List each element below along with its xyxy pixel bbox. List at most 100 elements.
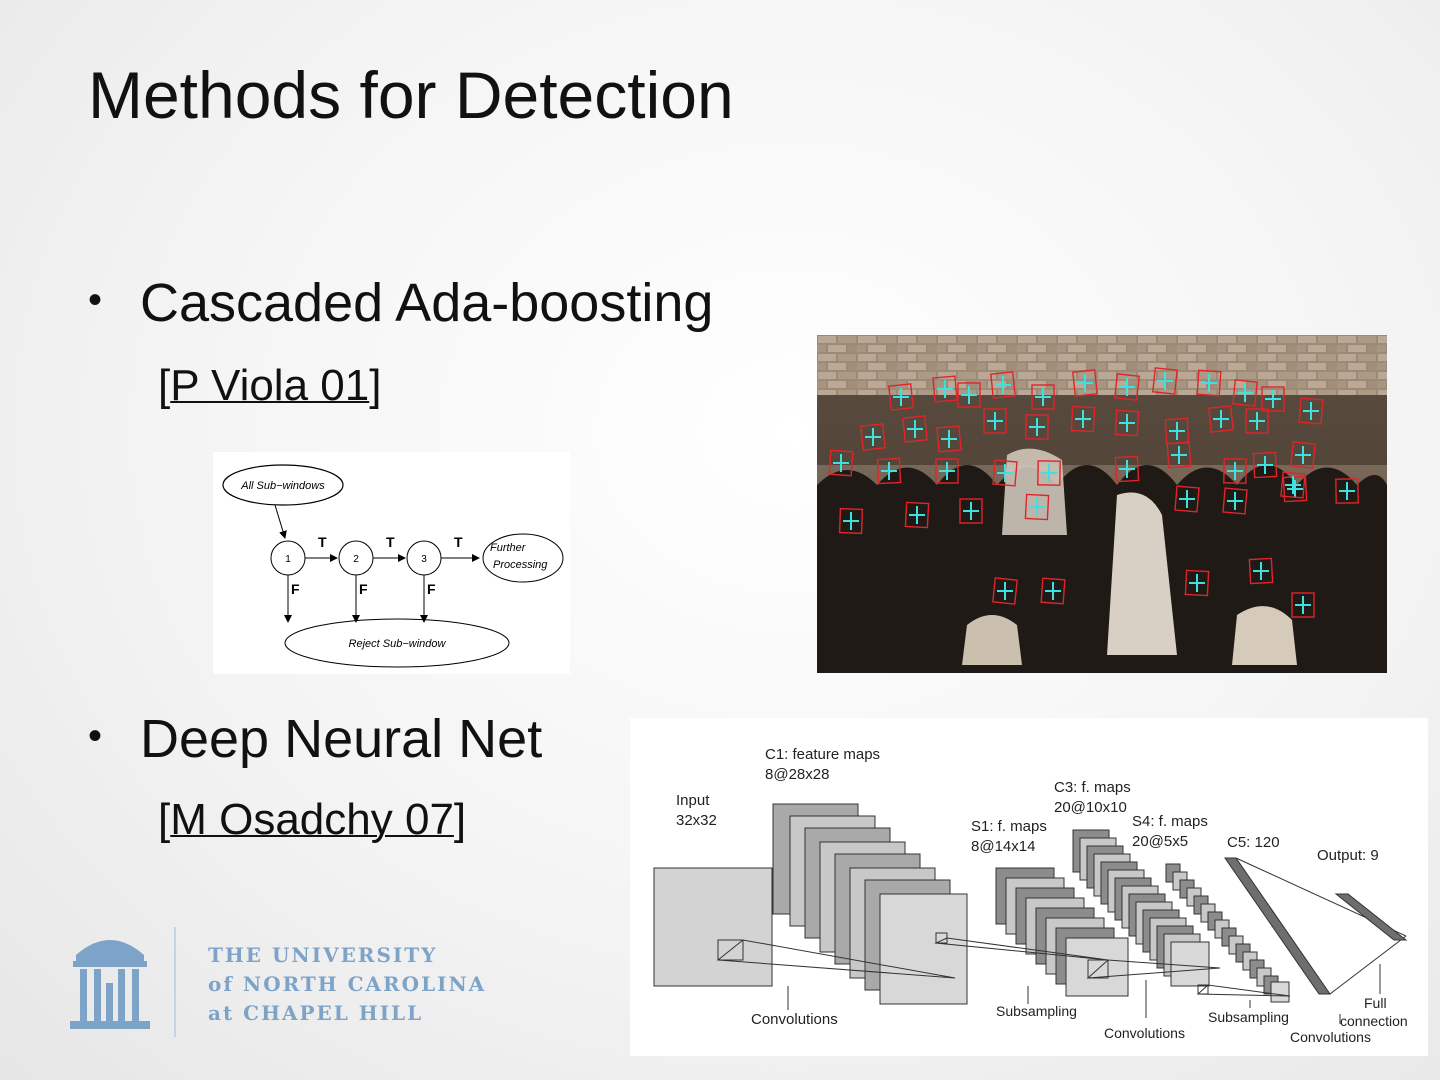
svg-text:connection: connection [1340,1013,1408,1029]
citation-link-viola[interactable]: P Viola 01 [170,361,370,410]
face-box [932,375,958,403]
face-box [1208,405,1234,433]
face-marker [881,462,897,480]
face-marker [1171,446,1187,464]
group-photo [817,335,1387,673]
face-box [1072,369,1098,397]
svg-text:Processing: Processing [493,559,548,571]
face-box [992,577,1018,605]
face-box [1152,367,1178,395]
face-box [1261,386,1285,412]
face-marker [1265,390,1281,408]
face-marker [997,464,1013,482]
face-marker [1075,410,1091,428]
face-box [860,423,886,451]
face-marker [1189,574,1205,592]
c5-layer [1224,857,1331,995]
all-subwindows-label: All Sub−windows [240,480,325,492]
face-box [888,383,914,411]
logo-divider [174,927,176,1037]
face-marker [1035,388,1051,406]
face-marker [1213,410,1229,428]
svg-text:F: F [427,581,436,597]
svg-text:T: T [386,534,395,550]
face-marker [937,380,953,398]
face-marker [1041,464,1057,482]
citation-viola: [P Viola 01] [158,361,382,410]
logo-line-1: THE UNIVERSITY [208,943,438,967]
face-detections [828,367,1359,618]
face-box [1114,455,1140,483]
face-box [1335,478,1359,504]
svg-text:Subsampling: Subsampling [1208,1009,1289,1025]
face-box [838,507,864,535]
face-marker [1227,462,1243,480]
face-box [902,415,928,443]
svg-text:2: 2 [353,554,359,565]
reject-node [284,618,510,668]
face-marker [1285,476,1301,494]
face-marker [995,376,1011,394]
face-marker [1295,596,1311,614]
svg-text:20@5x5: 20@5x5 [1132,833,1188,850]
face-box [1114,409,1140,437]
svg-text:3: 3 [421,554,427,565]
face-marker [941,430,957,448]
bullet-dot: • [88,714,103,758]
svg-text:T: T [454,534,463,550]
bullet-text: Deep Neural Net [140,709,543,769]
c3-feature-maps [1072,829,1210,995]
face-box [1245,408,1269,434]
svg-text:Convolutions: Convolutions [1290,1029,1371,1045]
face-box [1174,485,1200,513]
face-marker [1119,378,1135,396]
face-box [1223,458,1247,484]
svg-text:F: F [359,581,368,597]
face-box [828,449,854,477]
face-box [1040,577,1066,605]
s4-feature-maps [1165,863,1290,1003]
face-box [1037,460,1061,486]
svg-text:Full: Full [1364,995,1387,1011]
cascade-diagram: All Sub−windows 1 2 3 T T T Further Proc… [213,452,570,674]
face-box [1114,373,1140,401]
face-marker [1339,482,1355,500]
face-box [1031,384,1055,410]
face-marker [1303,402,1319,420]
slide-title: Methods for Detection [88,58,734,132]
svg-text:32x32: 32x32 [676,812,717,829]
face-box [935,458,959,484]
face-box [1252,451,1278,479]
face-box [1166,441,1192,469]
face-box [1024,493,1050,521]
face-box [1298,397,1324,425]
svg-text:C3: f. maps: C3: f. maps [1054,779,1131,796]
face-marker [1253,562,1269,580]
further-processing-node [482,533,564,583]
face-box [990,371,1016,399]
svg-text:Input: Input [676,792,710,809]
logo-line-3: at CHAPEL HILL [208,1001,424,1025]
input-layer [653,867,773,987]
citation-link-osadchy[interactable]: M Osadchy 07 [170,795,454,844]
face-marker [1077,374,1093,392]
svg-text:Reject Sub−window: Reject Sub−window [349,638,447,650]
face-box [904,501,930,529]
citation-osadchy: [M Osadchy 07] [158,795,467,844]
face-marker [963,502,979,520]
svg-text:8@14x14: 8@14x14 [971,838,1035,855]
face-box [1232,379,1258,407]
svg-text:8@28x28: 8@28x28 [765,766,829,783]
face-box [992,459,1018,487]
face-marker [1029,498,1045,516]
old-well-icon [70,940,150,1029]
face-marker [961,386,977,404]
all-subwindows-node [222,464,344,506]
face-box [1280,471,1306,499]
svg-text:C1: feature maps: C1: feature maps [765,746,880,763]
face-marker [1179,490,1195,508]
svg-text:Further: Further [490,542,527,554]
face-marker [1119,460,1135,478]
bullet-dot: • [88,278,103,322]
face-marker [1227,492,1243,510]
